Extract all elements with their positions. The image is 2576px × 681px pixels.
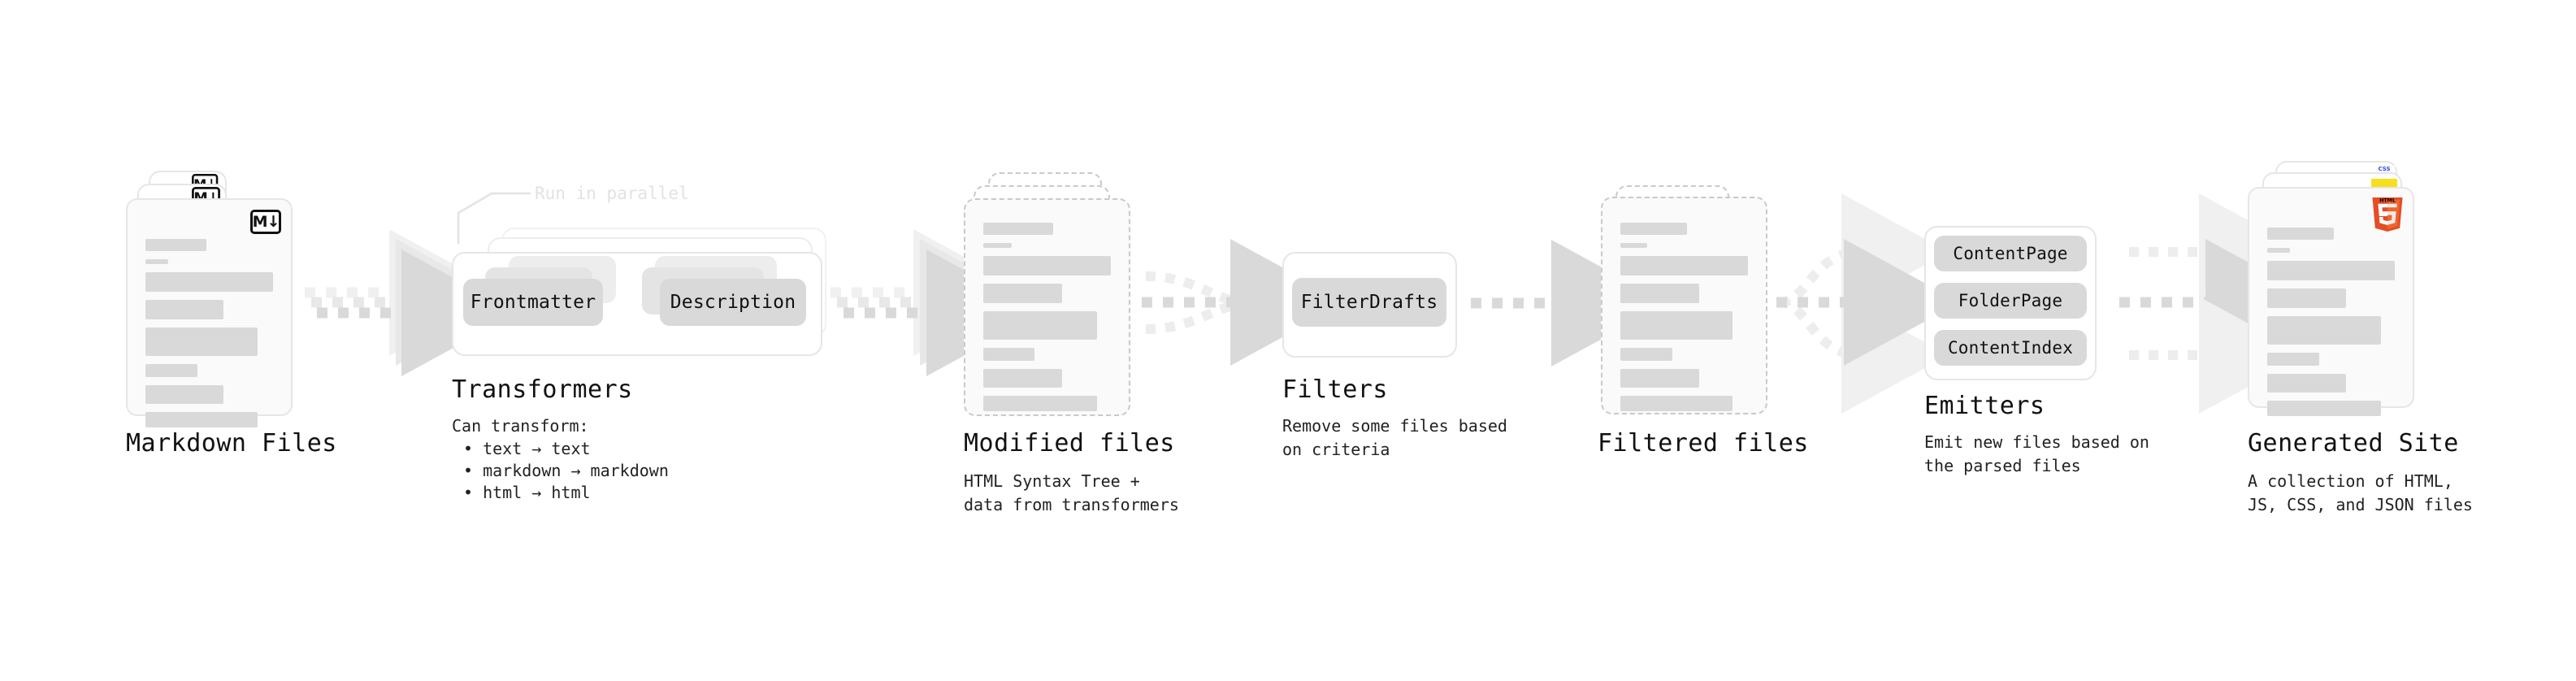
modified-files-subtitle: HTML Syntax Tree + data from transformer… xyxy=(964,471,1179,514)
svg-text:HTML: HTML xyxy=(2379,198,2396,204)
site-doc-lines xyxy=(2267,228,2395,424)
markdown-icon: M↓ xyxy=(250,210,281,234)
generated-site-title: Generated Site xyxy=(2248,429,2459,458)
filters-subtitle: Remove some files based on criteria xyxy=(1282,416,1507,459)
transformers-bullet-0: • text → text xyxy=(463,439,591,458)
filtered-doc-lines xyxy=(1620,223,1748,419)
transformer-pill-frontmatter[interactable]: Frontmatter xyxy=(463,279,603,326)
arrow-modified-to-filters xyxy=(1142,239,1347,366)
markdown-files-title: Markdown Files xyxy=(126,429,337,458)
transformers-title: Transformers xyxy=(452,375,633,404)
markdown-doc-front: M↓ xyxy=(126,198,293,427)
emitter-pill-contentindex[interactable]: ContentIndex xyxy=(1934,330,2087,366)
generated-site-subtitle: A collection of HTML, JS, CSS, and JSON … xyxy=(2248,471,2473,514)
emitter-pill-contentpage[interactable]: ContentPage xyxy=(1934,236,2087,271)
emitters-title: Emitters xyxy=(1924,392,2045,420)
transformers-bullet-2: • html → html xyxy=(463,483,591,502)
filtered-files-title: Filtered files xyxy=(1598,429,1809,458)
emitters-subtitle: Emit new files based on the parsed files xyxy=(1924,432,2149,475)
site-doc-front: HTML xyxy=(2248,187,2414,416)
modified-files-title: Modified files xyxy=(964,429,1175,458)
emitter-pill-folderpage[interactable]: FolderPage xyxy=(1934,283,2087,319)
run-in-parallel-note: Run in parallel xyxy=(535,184,689,203)
html5-icon: HTML xyxy=(2370,195,2405,234)
modified-doc-front xyxy=(964,198,1130,416)
transformer-pill-description[interactable]: Description xyxy=(660,279,806,326)
filtered-doc-front xyxy=(1601,197,1767,414)
arrow-filtered-to-emitters xyxy=(1755,193,1960,414)
arrow-emitters-to-site xyxy=(2119,193,2322,414)
transformers-subtitle: Can transform: xyxy=(452,416,589,436)
filters-title: Filters xyxy=(1282,375,1388,404)
transformers-bullet-1: • markdown → markdown xyxy=(463,461,669,480)
modified-doc-lines xyxy=(983,223,1111,419)
filter-pill-filterdrafts[interactable]: FilterDrafts xyxy=(1292,278,1446,327)
markdown-doc-lines xyxy=(145,239,273,436)
arrow-transformers-to-modified xyxy=(830,229,1043,376)
arrow-markdown-to-transformers xyxy=(305,229,518,376)
